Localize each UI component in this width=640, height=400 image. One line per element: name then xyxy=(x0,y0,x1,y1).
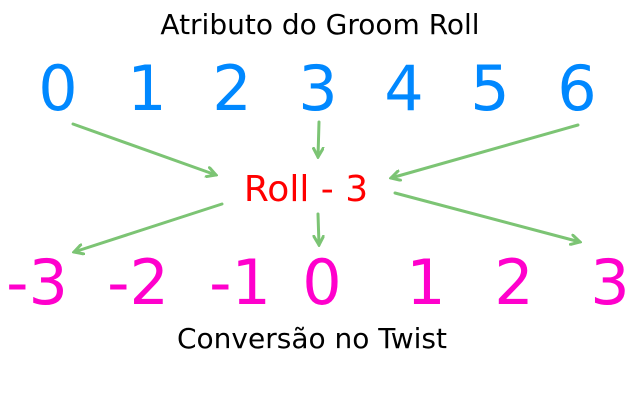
center-label: Roll - 3 xyxy=(243,169,369,210)
arrow xyxy=(71,122,216,175)
arrow xyxy=(391,123,580,178)
arrow xyxy=(74,202,224,252)
top-value: 0 xyxy=(38,52,78,125)
bottom-value: -2 xyxy=(107,246,169,319)
arrow xyxy=(318,212,319,245)
bottom-value: 3 xyxy=(590,246,630,319)
top-value: 1 xyxy=(127,52,167,125)
diagram-title: Atributo do Groom Roll xyxy=(160,8,480,41)
top-value: 5 xyxy=(470,52,510,125)
bottom-value: 2 xyxy=(494,246,534,319)
bottom-value: 1 xyxy=(406,246,446,319)
arrow xyxy=(318,120,319,157)
top-value: 6 xyxy=(557,52,597,125)
bottom-value: -3 xyxy=(6,246,68,319)
top-value: 3 xyxy=(298,52,338,125)
top-value: 2 xyxy=(212,52,252,125)
bottom-value: -1 xyxy=(209,246,271,319)
arrow xyxy=(393,191,580,242)
bottom-value: 0 xyxy=(302,246,342,319)
caption: Conversão no Twist xyxy=(176,322,448,355)
top-value: 4 xyxy=(384,52,424,125)
